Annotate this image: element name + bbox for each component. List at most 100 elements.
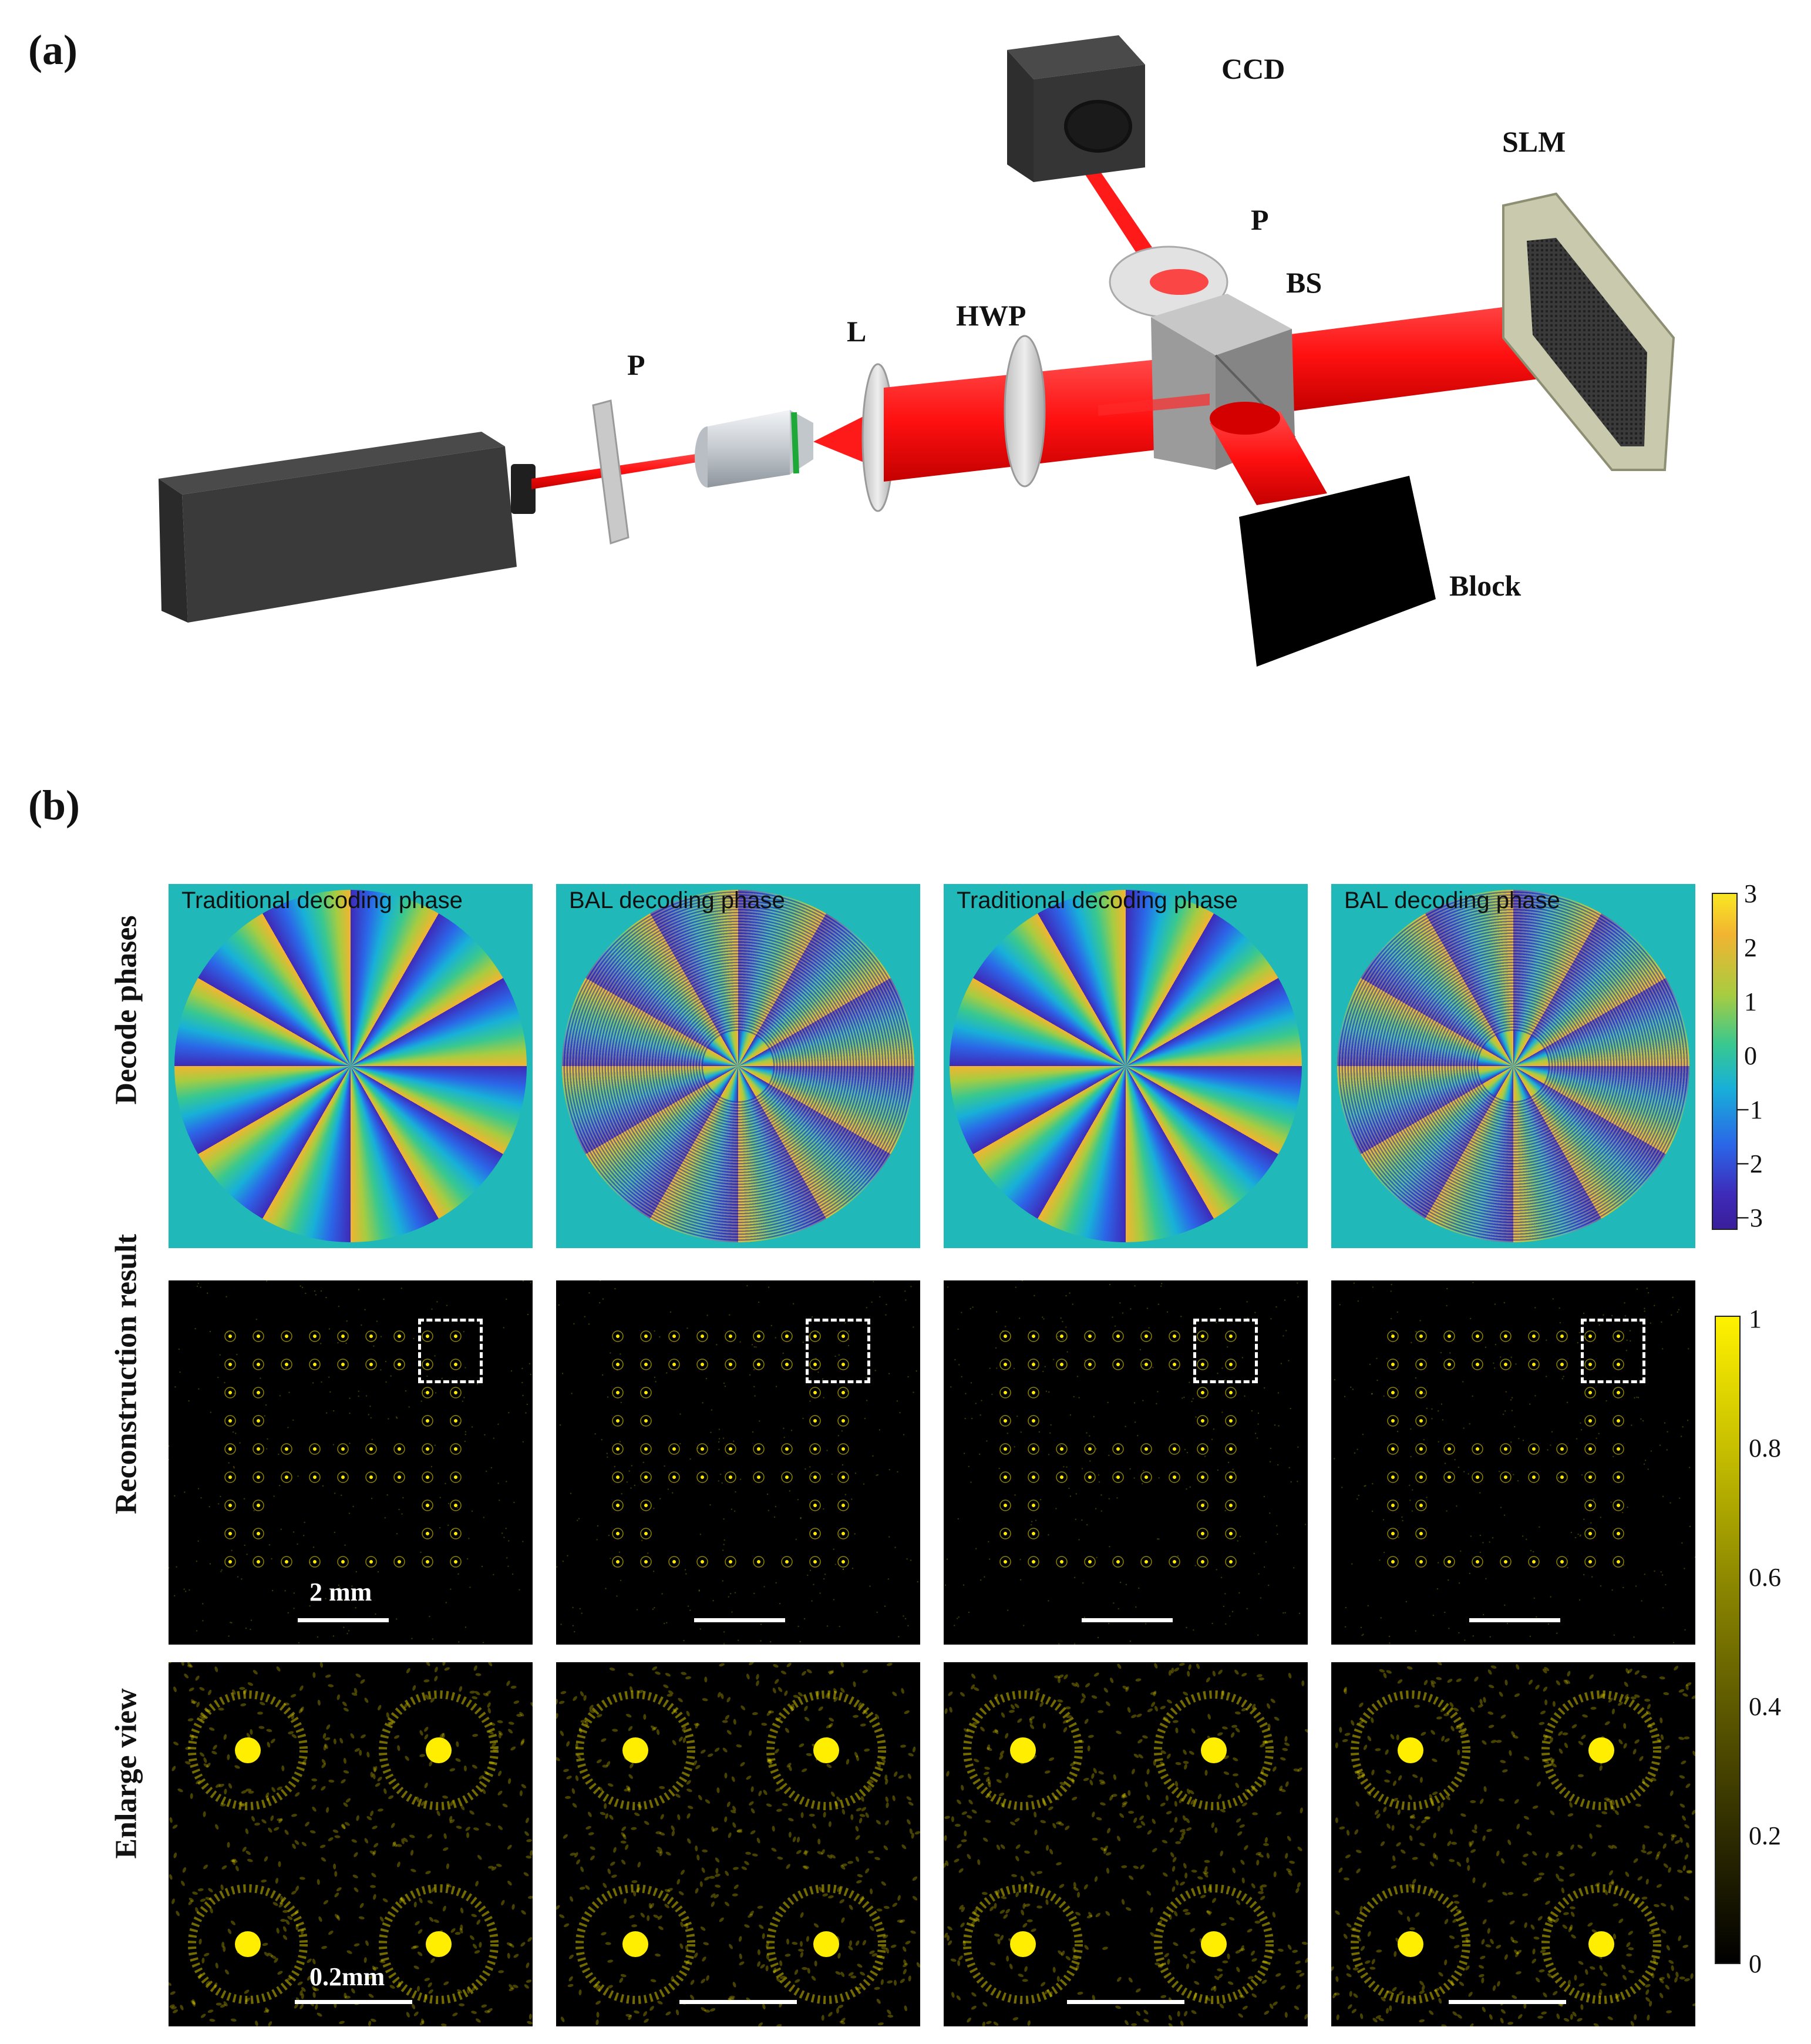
noise-speck (797, 1625, 799, 1628)
speckle (680, 1921, 684, 1928)
noise-speck (1021, 1280, 1024, 1282)
dot-ring (1556, 1556, 1568, 1568)
speckle (1286, 1868, 1292, 1872)
speckle (354, 1943, 360, 1947)
dot (1201, 1532, 1204, 1535)
speckle (1449, 1859, 1455, 1863)
dot (1116, 1560, 1120, 1564)
noise-speck (618, 1551, 621, 1553)
speckle (173, 1686, 177, 1692)
speckle (1200, 1894, 1206, 1898)
speckle (1024, 1904, 1031, 1907)
noise-speck (376, 1320, 378, 1322)
dot-ring (1415, 1471, 1427, 1483)
speckle (1637, 1876, 1642, 1881)
noise-speck (559, 1424, 561, 1426)
speckle (818, 1706, 823, 1711)
speckle (1119, 1813, 1125, 1818)
row-label-enlarge: Enlarge view (109, 1688, 143, 1859)
noise-speck (763, 1586, 765, 1588)
noise-speck (1142, 1482, 1143, 1485)
speckle (1189, 1790, 1194, 1794)
speckle (1167, 1958, 1170, 1965)
dot (757, 1560, 760, 1564)
speckle (431, 1887, 436, 1892)
noise-speck (1539, 1526, 1540, 1528)
speckle (1563, 1679, 1568, 1685)
noise-speck (464, 1367, 466, 1369)
speckle (208, 1888, 213, 1892)
dot-ring (281, 1330, 292, 1342)
noise-speck (1223, 1605, 1225, 1608)
speckle (497, 1770, 502, 1777)
speckle (482, 1788, 486, 1794)
noise-speck (877, 1474, 878, 1476)
noise-speck (588, 1323, 590, 1325)
noise-speck (844, 1494, 847, 1495)
noise-speck (1446, 1287, 1448, 1290)
noise-speck (854, 1533, 856, 1535)
noise-speck (679, 1443, 681, 1445)
speckle (1168, 1670, 1172, 1676)
speckle (1135, 1678, 1142, 1682)
noise-speck (1398, 1537, 1399, 1538)
speckle (294, 1840, 299, 1845)
noise-speck (305, 1292, 307, 1295)
dot-ring (1613, 1387, 1624, 1398)
noise-speck (917, 1581, 918, 1583)
speckle (901, 1688, 904, 1694)
dot (398, 1363, 401, 1366)
dot-ring (781, 1556, 793, 1568)
speckle (974, 1908, 977, 1914)
dot-ring (1500, 1330, 1512, 1342)
speckle (601, 1738, 607, 1742)
speckle (428, 1989, 433, 1994)
label-block: Block (1449, 569, 1521, 602)
speckle (788, 1818, 794, 1821)
speckle (1261, 1960, 1268, 1964)
noise-speck (1536, 1616, 1537, 1618)
speckle (1250, 1950, 1255, 1956)
speckle (897, 1919, 903, 1923)
speckle (509, 1984, 513, 1989)
noise-speck (364, 1309, 366, 1310)
noise-speck (386, 1494, 388, 1496)
speckle (509, 1987, 514, 1991)
speckle (1160, 1962, 1164, 1968)
speckle (1397, 1809, 1401, 1816)
speckle (1682, 1693, 1688, 1697)
enlarge-spots (169, 1662, 533, 2026)
noise-speck (522, 1280, 524, 1282)
speckle (1685, 1684, 1689, 1690)
noise-speck (1268, 1584, 1270, 1586)
speckle (1103, 1845, 1108, 1851)
noise-speck (1534, 1307, 1536, 1309)
dot-ring (809, 1443, 821, 1455)
noise-speck (754, 1395, 756, 1397)
dot-ring (1169, 1330, 1180, 1342)
speckle (1184, 1912, 1191, 1915)
dot-ring (1140, 1471, 1152, 1483)
speckle (1094, 1876, 1098, 1882)
speckle (730, 1810, 736, 1814)
speckle (1056, 1976, 1060, 1982)
noise-speck (196, 1285, 198, 1287)
dot-ring (1169, 1471, 1180, 1483)
noise-speck (1288, 1360, 1290, 1361)
noise-speck (760, 1640, 762, 1642)
speckle (1578, 1741, 1584, 1746)
dot (1060, 1475, 1063, 1479)
noise-speck (1065, 1326, 1067, 1328)
speckle (1618, 1918, 1624, 1924)
speckle (1058, 1674, 1064, 1679)
noise-speck (1270, 1447, 1272, 1450)
noise-speck (337, 1342, 339, 1344)
dot (1532, 1447, 1536, 1451)
dot (1116, 1475, 1120, 1479)
speckle (188, 1687, 194, 1692)
noise-speck (1019, 1559, 1021, 1561)
noise-speck (961, 1312, 962, 1313)
dot-ring (809, 1500, 821, 1511)
speckle (1386, 1991, 1393, 1994)
speckle (203, 1757, 207, 1763)
